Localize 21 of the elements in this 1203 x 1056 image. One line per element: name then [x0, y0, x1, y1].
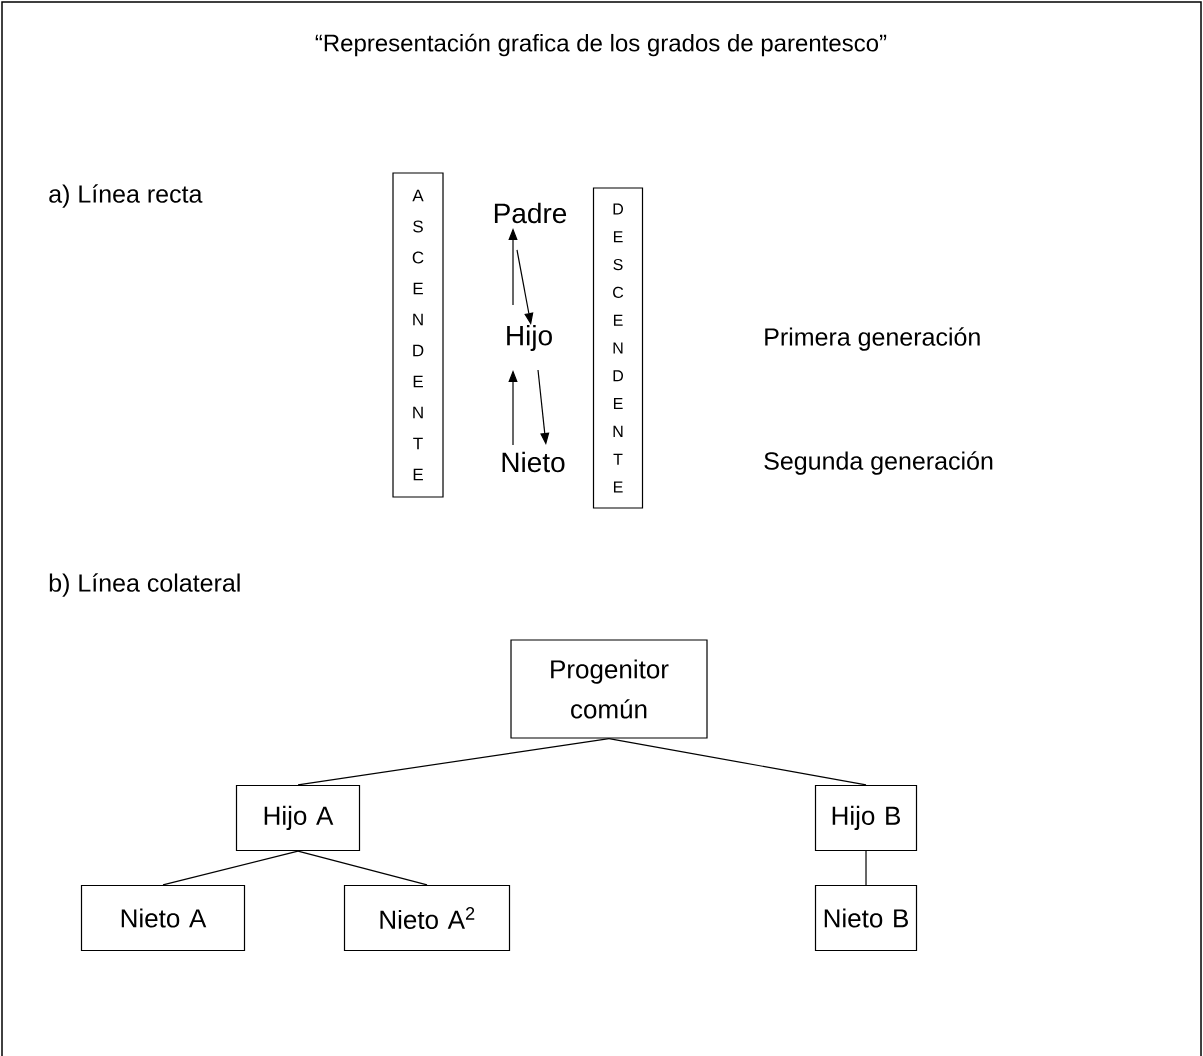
vertical-text-box: D E S C E N D E N T E: [592, 187, 644, 509]
family-box: Progenitor común: [510, 639, 708, 739]
connector-line: [865, 850, 867, 886]
family-box: Hijo B: [814, 784, 918, 852]
family-box: Hijo A: [235, 784, 361, 852]
family-box: Nieto A: [80, 884, 246, 952]
node-text: Nieto: [502, 451, 565, 473]
family-box: Nieto A$^{2}$: [343, 884, 511, 952]
connector-line: [608, 738, 867, 786]
label-text: b) Línea colateral: [49, 573, 240, 597]
connector-line: [297, 850, 428, 886]
node-text: Padre: [494, 202, 567, 224]
label-text: Segunda generación: [764, 451, 993, 475]
family-box: Nieto B: [814, 884, 918, 952]
node-text: Hijo: [507, 324, 552, 352]
connector-line: [297, 738, 610, 786]
title: “Representación grafica de los grados de parentesco”: [315, 33, 887, 57]
vertical-text-box: A S C E N D E N T E: [392, 172, 444, 498]
label-text: a) Línea recta: [49, 184, 203, 208]
connector-line: [162, 850, 299, 886]
label-text: Primera generación: [765, 327, 980, 351]
